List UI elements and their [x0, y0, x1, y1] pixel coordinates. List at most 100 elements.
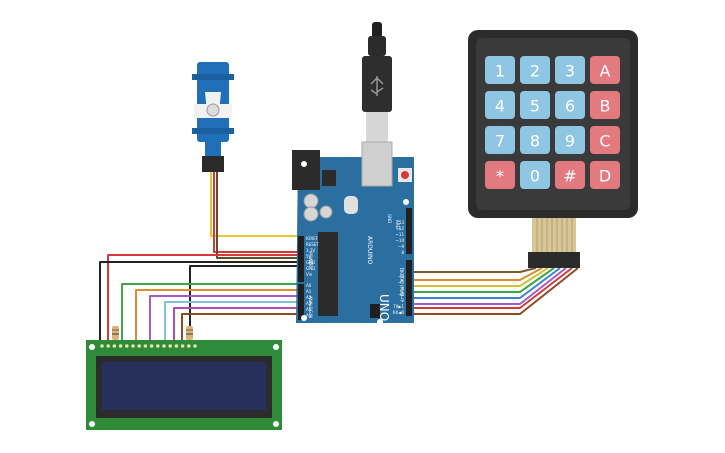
keypad-key-label: B: [600, 97, 611, 116]
pin-label: GND: [306, 260, 315, 265]
wires: [99, 172, 579, 340]
keypad-key-face: [590, 56, 620, 84]
crystal: [344, 196, 358, 214]
lcd-pin: [156, 344, 160, 348]
wire-servo-ground: [216, 172, 300, 259]
lcd-16x2[interactable]: [86, 326, 282, 430]
mount-hole-1: [301, 161, 307, 167]
label-gnd: GND: [387, 214, 392, 223]
lcd-screen: [102, 362, 266, 410]
keypad-key-face: [485, 56, 515, 84]
lcd-mount-tl: [89, 344, 95, 350]
servo-connector: [202, 156, 224, 172]
keypad-key-face: [590, 161, 620, 189]
arduino-uno-board[interactable]: UNO ARDUINO AREF GND POWER ANALOG IN DIG…: [292, 141, 414, 325]
lcd-pin: [143, 344, 148, 348]
keypad-key-face: [520, 126, 550, 154]
lcd-pin: [137, 344, 141, 348]
pin-label: 13: [399, 220, 405, 225]
keypad-key-label: 2: [530, 62, 540, 81]
label-digital: DIGITAL (PWM~): [399, 268, 404, 302]
pin-label: 5V: [306, 254, 312, 259]
lcd-pin: [187, 344, 191, 348]
voltage-regulator: [322, 170, 336, 186]
resistor-1: [112, 326, 119, 340]
usb-cable: [362, 22, 392, 142]
keypad-key[interactable]: B: [590, 91, 620, 119]
keypad-key[interactable]: 6: [555, 91, 585, 119]
keypad-key-face: [555, 56, 585, 84]
lcd-pin: [106, 344, 110, 348]
pin-label: A0: [306, 283, 312, 288]
pin-label: A5: [306, 313, 312, 318]
keypad-key-face: [590, 91, 620, 119]
keypad-key-face: [485, 126, 515, 154]
keypad-key-label: #: [563, 167, 576, 186]
pin-label: ~10: [396, 238, 405, 243]
wire-key-8: [412, 267, 579, 315]
lcd-pin: [162, 344, 166, 348]
pin-label: A2: [306, 295, 312, 300]
lcd-pin: [131, 344, 135, 348]
lcd-mount-bl: [89, 421, 95, 427]
label-analog-in: ANALOG IN: [308, 296, 313, 318]
lcd-pin-pads: [100, 344, 197, 348]
keypad-key[interactable]: 5: [520, 91, 550, 119]
keypad-key-label: 6: [565, 97, 575, 116]
keypad-key[interactable]: 0: [520, 161, 550, 189]
keypad-key-label: D: [599, 167, 611, 186]
keypad-key[interactable]: *: [485, 161, 515, 189]
mount-hole-2: [403, 199, 409, 205]
board-model: UNO: [377, 294, 391, 321]
capacitor-3: [319, 205, 333, 219]
pin-label: A1: [306, 289, 312, 294]
wire-lcd-black2: [189, 265, 300, 340]
usb-cable-neck: [368, 36, 386, 56]
keypad-key-face: [555, 161, 585, 189]
servo-motor[interactable]: [192, 62, 234, 172]
keypad-key-face: [520, 161, 550, 189]
pin-label: RESET: [306, 242, 319, 247]
keypad-key-label: 0: [530, 167, 540, 186]
servo-shaft: [206, 103, 220, 117]
keypad-key[interactable]: A: [590, 56, 620, 84]
header-analog: [298, 284, 304, 320]
pin-label: GND: [306, 266, 315, 271]
header-power: [298, 236, 304, 282]
keypad-key[interactable]: 7: [485, 126, 515, 154]
keypad-key-face: [590, 126, 620, 154]
servo-tab-bottom: [192, 128, 234, 134]
keypad-key-label: 7: [495, 132, 505, 151]
keypad-key-face: [485, 161, 515, 189]
keypad-key[interactable]: C: [590, 126, 620, 154]
keypad-key[interactable]: 4: [485, 91, 515, 119]
usb-plug-metal: [366, 112, 388, 142]
keypad-key[interactable]: D: [590, 161, 620, 189]
keypad-key[interactable]: 1: [485, 56, 515, 84]
keypad-key[interactable]: 9: [555, 126, 585, 154]
lcd-pin: [168, 344, 172, 348]
keypad-key[interactable]: 2: [520, 56, 550, 84]
keypad-key-label: 4: [495, 97, 505, 116]
keypad-key[interactable]: #: [555, 161, 585, 189]
keypad-key-label: *: [496, 167, 504, 186]
board-brand: ARDUINO: [366, 236, 373, 265]
capacitor-1: [303, 193, 319, 209]
wire-key-2: [412, 267, 543, 281]
keypad-key[interactable]: 3: [555, 56, 585, 84]
pin-label: 3.3V: [306, 248, 315, 253]
keypad-ribbon-lines: [536, 218, 573, 252]
pin-label: 4: [401, 286, 404, 291]
keypad-key-label: 5: [530, 97, 540, 116]
pin-label: RX◀0: [393, 310, 405, 315]
reset-button-cap: [401, 171, 409, 179]
wire-lcd-5v: [107, 254, 300, 340]
lcd-pin: [100, 344, 104, 348]
wire-key-4: [412, 267, 555, 293]
lcd-pin: [180, 344, 185, 348]
keypad-key[interactable]: 8: [520, 126, 550, 154]
mount-hole-4: [377, 319, 383, 325]
